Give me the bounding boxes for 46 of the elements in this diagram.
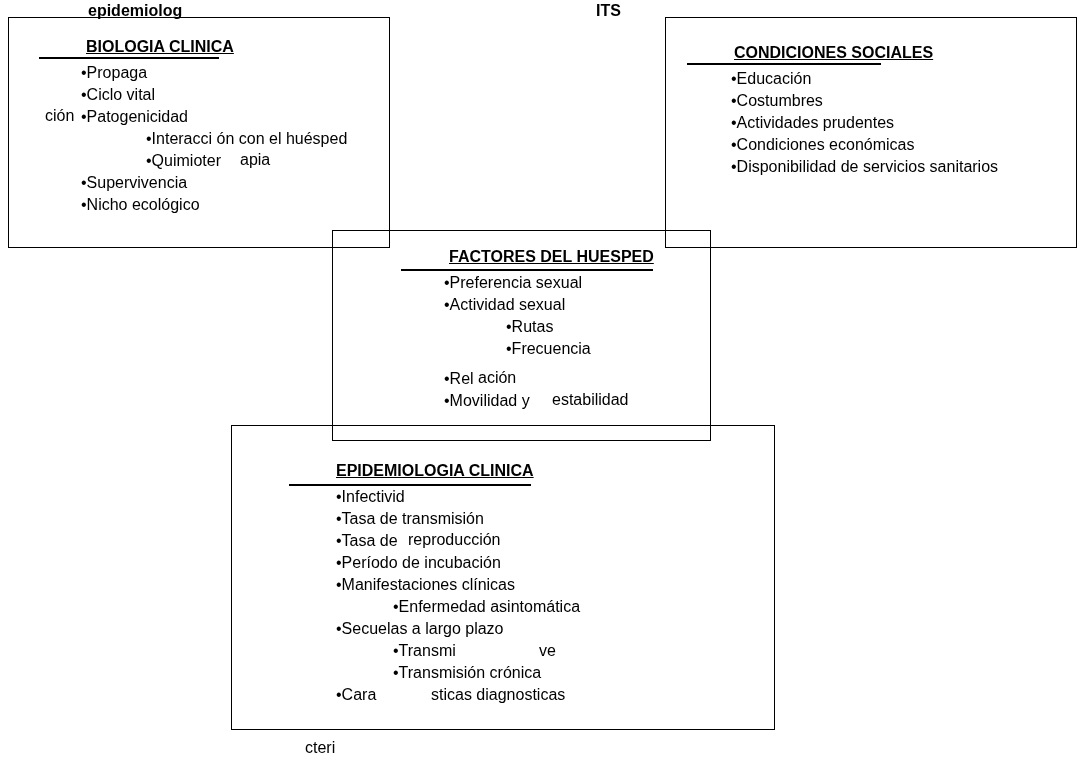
list-item: •Actividades prudentes: [731, 113, 895, 133]
list-item: •Patogenicidad: [81, 107, 188, 127]
list-item: •Enfermedad asintomática: [393, 597, 581, 617]
list-item: •Rutas: [506, 317, 554, 337]
list-item: •Período de incubación: [336, 553, 501, 573]
panel-heading: CONDICIONES SOCIALES: [734, 43, 934, 63]
list-item: •Tasa de transmisión: [336, 509, 484, 529]
list-item: •Propaga: [81, 63, 148, 83]
list-item: •Preferencia sexual: [444, 273, 583, 293]
text-fragment: ción: [45, 106, 75, 126]
list-item: ve: [539, 641, 556, 661]
list-item: •Manifestaciones clínicas: [336, 575, 515, 595]
list-item: •Disponibilidad de servicios sanitarios: [731, 157, 999, 177]
list-item: •Infectivid: [336, 487, 405, 507]
list-item: •Rel: [444, 369, 474, 389]
list-item: •Quimioter: [146, 151, 221, 171]
panel-heading: BIOLOGIA CLINICA: [86, 37, 234, 57]
list-item: •Secuelas a largo plazo: [336, 619, 504, 639]
list-item: •Tasa de: [336, 531, 398, 551]
text-fragment: estabilidad: [552, 390, 629, 410]
list-item: •Nicho ecológico: [81, 195, 200, 215]
list-item: •Condiciones económicas: [731, 135, 915, 155]
text-fragment: epidemiolog: [88, 1, 183, 21]
text-fragment: ITS: [596, 1, 621, 21]
text-panel: [332, 230, 711, 441]
panel-heading: FACTORES DEL HUESPED: [449, 247, 654, 267]
text-fragment: ación: [478, 368, 517, 388]
text-fragment: cteri: [305, 738, 336, 758]
list-item: •Ciclo vital: [81, 85, 156, 105]
list-item: •Transmi: [393, 641, 456, 661]
text-panel: [665, 17, 1077, 248]
text-panel: [231, 425, 775, 730]
list-item: •Costumbres: [731, 91, 823, 111]
text-fragment: apia: [240, 150, 271, 170]
panel-heading: EPIDEMIOLOGIA CLINICA: [336, 461, 534, 481]
list-item: •Actividad sexual: [444, 295, 566, 315]
text-panel: [8, 17, 390, 248]
list-item: •Educación: [731, 69, 812, 89]
list-item: •Movilidad y: [444, 391, 530, 411]
list-item: •Frecuencia: [506, 339, 591, 359]
list-item: •Transmisión crónica: [393, 663, 542, 683]
list-item: •Cara: [336, 685, 377, 705]
list-item: •Interacci ón con el huésped: [146, 129, 348, 149]
text-fragment: reproducción: [408, 530, 501, 550]
list-item: •Supervivencia: [81, 173, 188, 193]
list-item: sticas diagnosticas: [431, 685, 566, 705]
